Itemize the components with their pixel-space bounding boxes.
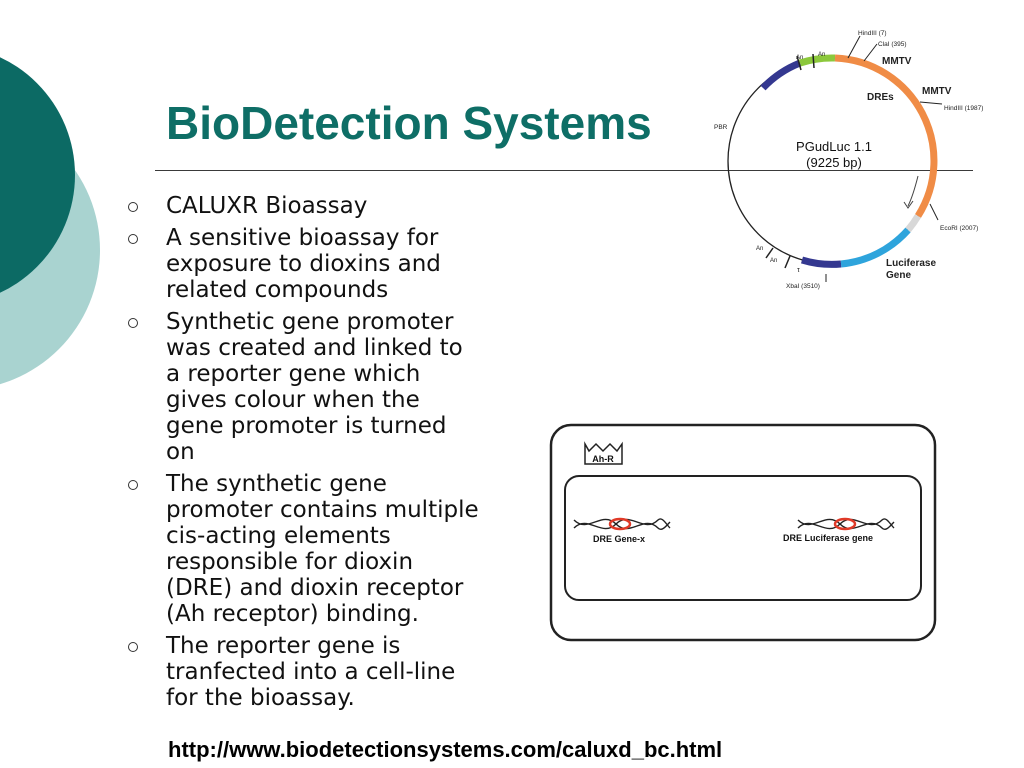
dres-label: DREs: [867, 92, 894, 103]
cell-diagram: Ah-R DRE Gene-x DRE Luciferase gene: [549, 423, 937, 642]
an-label-2: An: [818, 52, 825, 58]
xbai-label: XbaI (3510): [786, 283, 820, 290]
dark-teal-circle: [0, 57, 75, 293]
bullet-line: (DRE) and dioxin receptor: [166, 575, 464, 601]
luciferase-label-1: Luciferase: [886, 258, 936, 269]
bullet-line: promoter contains multiple: [166, 497, 479, 523]
bullet-line: exposure to dioxins and: [166, 251, 441, 277]
luciferase-label-2: Gene: [886, 270, 911, 281]
bullet-line: a reporter gene which: [166, 361, 421, 387]
bullet-circle-icon: [128, 234, 138, 244]
bullet-line: CALUXR Bioassay: [166, 193, 368, 219]
plasmid-map: HindIII (7) ClaI (395) MMTV DREs MMTV Hi…: [714, 30, 983, 290]
gene-right-label: DRE Luciferase gene: [783, 533, 873, 543]
bullet-circle-icon: [128, 480, 138, 490]
bullet-circle-icon: [128, 318, 138, 328]
dna-helix-left: DRE Gene-x: [573, 517, 671, 544]
gene-left-label: DRE Gene-x: [593, 534, 645, 544]
decorative-circles: [0, 57, 100, 385]
bullet-line: for the bioassay.: [166, 685, 355, 711]
plasmid-name: PGudLuc 1.1: [796, 139, 872, 154]
bullet-line: gene promoter is turned: [166, 413, 447, 439]
bullet-item: CALUXR Bioassay: [128, 193, 538, 219]
bullet-line: cis-acting elements: [166, 523, 391, 549]
mmtv-top-label: MMTV: [882, 56, 912, 67]
mmtv-right-label: MMTV: [922, 86, 952, 97]
bullet-circle-icon: [128, 202, 138, 212]
dre-element-left: [608, 517, 632, 531]
dre-element-right: [833, 517, 857, 531]
plasmid-size: (9225 bp): [806, 155, 862, 170]
bullet-line: on: [166, 439, 195, 465]
hindiii-7-label: HindIII (7): [858, 30, 887, 37]
bullet-line: tranfected into a cell-line: [166, 659, 456, 685]
bullet-circle-icon: [128, 642, 138, 652]
ah-receptor-icon: Ah-R: [584, 441, 623, 465]
slide-title: BioDetection Systems: [166, 97, 652, 149]
ecori-label: EcoRI (2007): [940, 225, 978, 232]
dna-helix-right: DRE Luciferase gene: [783, 517, 895, 543]
bullet-line: A sensitive bioassay for: [166, 225, 439, 251]
bullet-line: The reporter gene is: [166, 633, 401, 659]
pbr-label: PBR: [714, 124, 728, 131]
bullet-line: gives colour when the: [166, 387, 420, 413]
an-label-4: An: [770, 258, 777, 264]
bullet-line: Synthetic gene promoter: [166, 309, 454, 335]
bullet-line: was created and linked to: [166, 335, 463, 361]
bullet-line: related compounds: [166, 277, 389, 303]
hindiii-1987-label: HindIII (1987): [944, 105, 983, 112]
bullet-line: The synthetic gene: [166, 471, 387, 497]
nucleus-box: [564, 475, 922, 601]
tau-label: τ: [797, 267, 800, 274]
bullet-line: (Ah receptor) binding.: [166, 601, 419, 627]
plasmid-labels: HindIII (7) ClaI (395) MMTV DREs MMTV Hi…: [714, 30, 983, 290]
an-label-3: An: [756, 246, 763, 252]
bullet-line: responsible for dioxin: [166, 549, 414, 575]
an-label-1: An: [796, 55, 803, 61]
ah-receptor-label: Ah-R: [592, 454, 614, 464]
title-divider: [155, 170, 973, 171]
clai-label: ClaI (395): [878, 41, 907, 48]
plasmid-ring: [727, 35, 943, 282]
source-url[interactable]: http://www.biodetectionsystems.com/calux…: [168, 737, 723, 762]
